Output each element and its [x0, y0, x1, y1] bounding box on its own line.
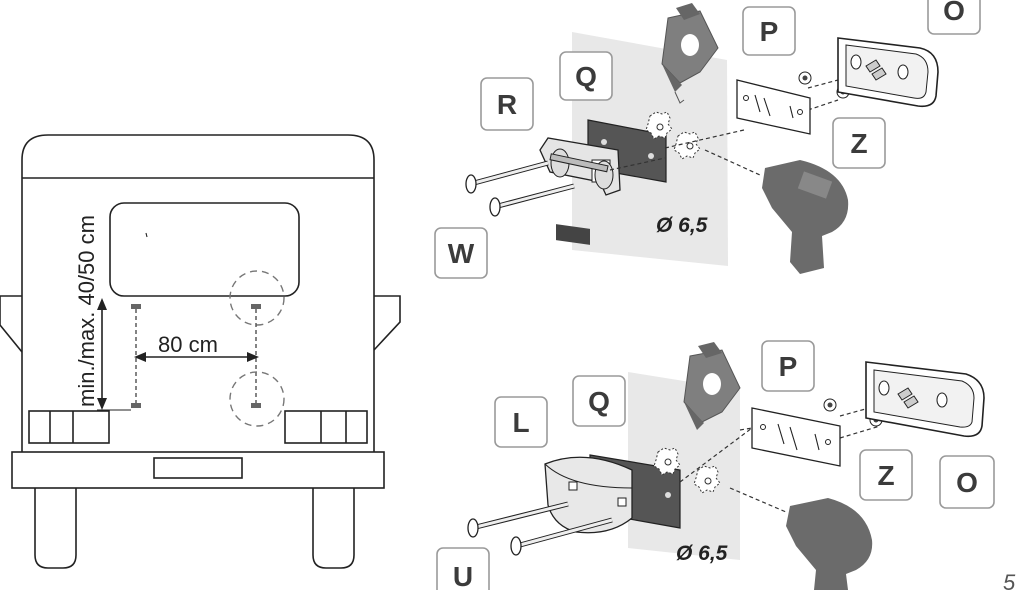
label-box-P-bottom: P	[761, 340, 815, 392]
svg-text:Z: Z	[877, 460, 894, 491]
label-box-L: L	[494, 396, 548, 448]
svg-text:P: P	[760, 16, 779, 47]
svg-text:O: O	[956, 467, 978, 498]
svg-text:Q: Q	[588, 386, 610, 417]
reflector-lens	[736, 79, 811, 135]
svg-text:Z: Z	[850, 128, 867, 159]
left-wheel	[34, 488, 77, 569]
svg-text:R: R	[497, 89, 517, 120]
license-plate	[153, 457, 243, 479]
bottom-assembly: P Q L Z O U Ø 6,5	[436, 340, 995, 590]
spacing-label: 80 cm	[158, 332, 218, 357]
svg-text:O: O	[943, 0, 965, 26]
screw-upper-bottom	[467, 501, 569, 538]
sealing-pads-bottom	[653, 447, 721, 494]
label-box-R: R	[480, 77, 534, 131]
sealing-pads	[645, 111, 701, 160]
drill-diameter-top: Ø 6,5	[656, 214, 708, 237]
label-box-U: U	[436, 547, 490, 590]
drill-bottom	[729, 487, 873, 590]
mounting-bracket-bottom	[544, 456, 633, 534]
svg-text:L: L	[512, 407, 529, 438]
height-label: min./max. 40/50 cm	[74, 215, 99, 407]
drill-diameter-bottom: Ø 6,5	[676, 542, 728, 565]
right-tail-light	[284, 410, 368, 444]
sealant-tube	[661, 3, 719, 104]
left-mirror	[0, 295, 23, 353]
right-wheel	[312, 488, 355, 569]
right-mirror	[373, 295, 401, 351]
mount-position-right	[229, 270, 285, 427]
svg-text:Q: Q	[575, 61, 597, 92]
label-box-W: W	[434, 227, 488, 279]
screw-lower-bottom	[510, 517, 613, 556]
light-housing-bottom	[865, 361, 985, 438]
mounting-bracket	[539, 137, 621, 245]
left-tail-light	[28, 410, 110, 444]
spacing-dimension: 80 cm	[134, 332, 259, 362]
rear-window	[109, 202, 300, 297]
label-box-P-top: P	[742, 6, 796, 56]
rear-bumper	[11, 451, 385, 489]
screw-upper	[465, 160, 549, 194]
label-box-Q-bottom: Q	[572, 375, 626, 427]
height-dimension: min./max. 40/50 cm	[74, 215, 131, 411]
label-box-Q-top: Q	[559, 51, 613, 101]
label-box-Z-top: Z	[832, 117, 886, 169]
reflector-lens-bottom	[751, 407, 841, 467]
vehicle-rear-view: min./max. 40/50 cm 80 cm	[0, 134, 401, 569]
light-housing	[837, 37, 939, 108]
svg-text:U: U	[453, 561, 473, 590]
page-number: 5	[1003, 570, 1016, 590]
drill	[704, 149, 849, 274]
top-assembly: O P Q R W Z Ø 6,5	[434, 0, 981, 279]
screw-lower	[489, 183, 575, 217]
svg-text:W: W	[448, 238, 475, 269]
label-box-O-bottom: O	[939, 455, 995, 509]
sealant-tube-bottom	[683, 342, 741, 430]
label-box-Z-bottom: Z	[859, 449, 913, 501]
vehicle-body	[21, 134, 375, 452]
mount-position-left	[131, 304, 141, 408]
svg-text:P: P	[779, 351, 798, 382]
label-box-O-top: O	[927, 0, 981, 35]
